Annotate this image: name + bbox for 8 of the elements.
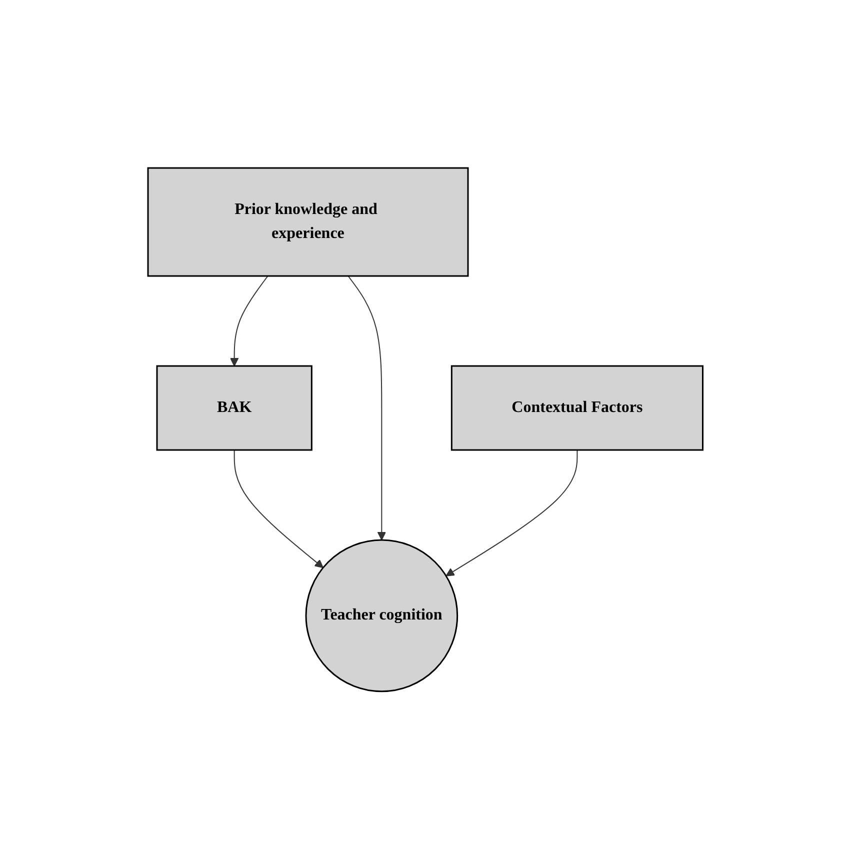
node-box: BAK: [156, 365, 313, 451]
arrow: [446, 449, 578, 576]
arrow: [348, 275, 386, 540]
node-box: Contextual Factors: [451, 365, 704, 451]
arrow: [230, 275, 268, 366]
node-circle: Teacher cognition: [305, 539, 458, 692]
node-box: Prior knowledge and experience: [147, 167, 469, 277]
arrow: [234, 449, 324, 568]
